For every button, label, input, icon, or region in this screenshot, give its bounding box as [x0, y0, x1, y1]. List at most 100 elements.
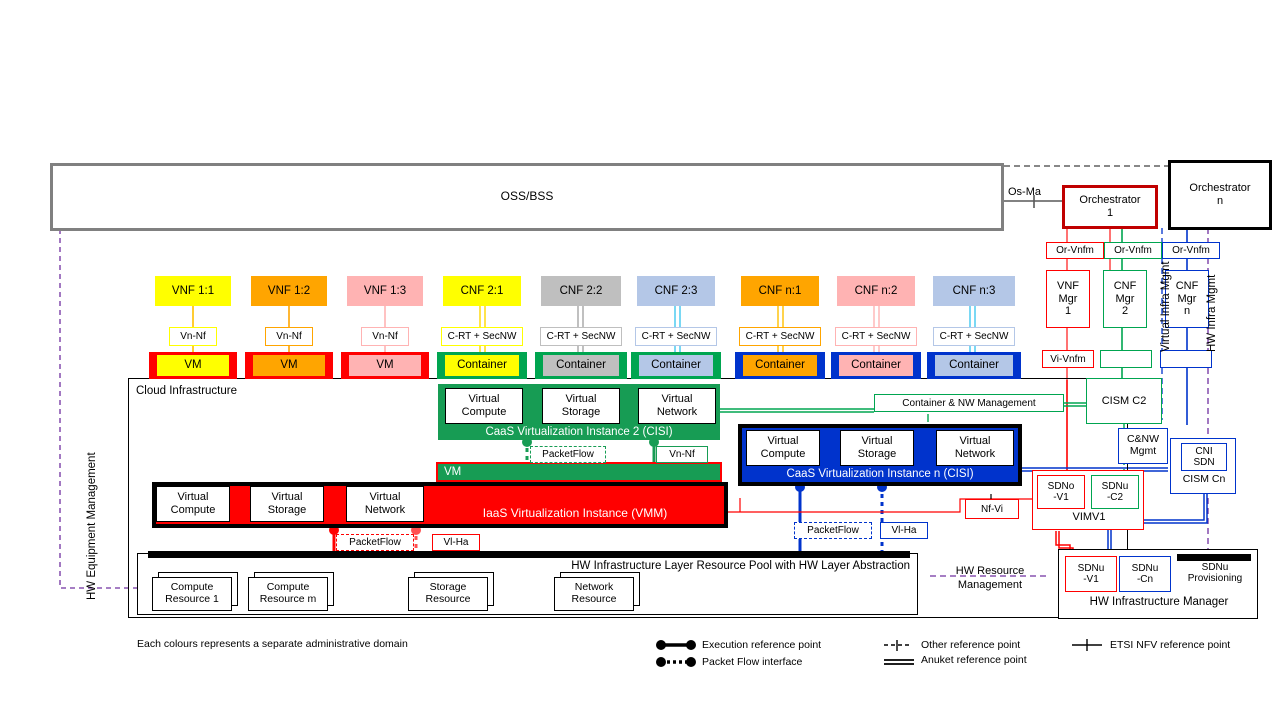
function-box-cnf-n-2[interactable]: CNF n:2: [837, 276, 915, 306]
runtime-label: VM: [280, 359, 298, 372]
hw-res-mgmt-l1: HW Resource: [955, 565, 1025, 577]
interface-box-c-rt-secnw-5[interactable]: C-RT + SecNW: [635, 327, 717, 346]
sdnu-c2-box[interactable]: SDNu -C2: [1091, 475, 1139, 509]
vi-vnfm-ref-green-empty[interactable]: [1100, 350, 1152, 368]
function-box-vnf-1-3[interactable]: VNF 1:3: [347, 276, 423, 306]
orchestrator-1-line2: 1: [1106, 207, 1114, 219]
cnf-mgr-2-box[interactable]: CNF Mgr 2: [1103, 270, 1147, 328]
hw-resource-l2: Resource: [425, 593, 471, 605]
interface-box-vn-nf-2[interactable]: Vn-Nf: [361, 327, 409, 346]
container-nw-management-ref[interactable]: Container & NW Management: [874, 394, 1064, 412]
hw-resource-l2: Resource: [571, 593, 617, 605]
cni-sdn-l1: CNI: [1195, 446, 1213, 457]
runtime-label: VM: [184, 359, 202, 372]
interface-label: Vn-Nf: [276, 330, 302, 342]
interface-box-c-rt-secnw-7[interactable]: C-RT + SecNW: [835, 327, 917, 346]
function-box-cnf-n-3[interactable]: CNF n:3: [933, 276, 1015, 306]
runtime-box-container-7[interactable]: Container: [839, 355, 913, 376]
vi-vnfm-ref-red[interactable]: Vi-Vnfm: [1042, 350, 1094, 368]
cism-c2-box[interactable]: CISM C2: [1086, 378, 1162, 424]
interface-box-c-rt-secnw-8[interactable]: C-RT + SecNW: [933, 327, 1015, 346]
vnf-mgr-1-box[interactable]: VNF Mgr 1: [1046, 270, 1090, 328]
vi-vnfm-ref-blue-empty[interactable]: [1160, 350, 1212, 368]
interface-box-c-rt-secnw-3[interactable]: C-RT + SecNW: [441, 327, 523, 346]
vimv1-box[interactable]: SDNo -V1 SDNu -C2 VIMV1: [1032, 470, 1144, 530]
interface-label: C-RT + SecNW: [641, 330, 711, 342]
function-label: CNF 2:3: [654, 284, 698, 297]
runtime-box-vm-2[interactable]: VM: [349, 355, 421, 376]
runtime-box-container-5[interactable]: Container: [639, 355, 713, 376]
runtime-box-container-8[interactable]: Container: [935, 355, 1013, 376]
function-label: CNF 2:2: [559, 284, 603, 297]
packetflow-ref-blue[interactable]: PacketFlow: [794, 522, 872, 539]
cism-cn-box[interactable]: CNI SDN CISM Cn: [1170, 438, 1236, 494]
orchestrator-n-line2: n: [1216, 195, 1224, 207]
interface-label: C-RT + SecNW: [546, 330, 616, 342]
or-vnfm-ref-green[interactable]: Or-Vnfm: [1104, 242, 1162, 259]
runtime-box-container-6[interactable]: Container: [743, 355, 817, 376]
caas2-virtual-compute[interactable]: Virtual Compute: [445, 388, 523, 424]
function-box-cnf-2-2[interactable]: CNF 2:2: [541, 276, 621, 306]
runtime-label: VM: [376, 359, 394, 372]
interface-box-vn-nf-0[interactable]: Vn-Nf: [169, 327, 217, 346]
sdno-v1-l1: SDNo: [1047, 481, 1075, 492]
orchestrator-n-box[interactable]: Orchestrator n: [1168, 160, 1272, 230]
function-box-cnf-n-1[interactable]: CNF n:1: [741, 276, 819, 306]
packetflow-ref-green[interactable]: PacketFlow: [530, 446, 606, 463]
sdno-v1-l2: -V1: [1053, 492, 1069, 503]
vi-ha-ref-blue[interactable]: Vl-Ha: [880, 522, 928, 539]
cnf-mgr-n-box[interactable]: CNF Mgr n: [1165, 270, 1209, 328]
interface-box-vn-nf-1[interactable]: Vn-Nf: [265, 327, 313, 346]
function-box-cnf-2-1[interactable]: CNF 2:1: [443, 276, 521, 306]
oss-bss-box[interactable]: OSS/BSS: [50, 163, 1004, 231]
sdnu-cn-box[interactable]: SDNu -Cn: [1119, 556, 1171, 592]
or-vnfm-ref-red[interactable]: Or-Vnfm: [1046, 242, 1104, 259]
runtime-label: Container: [457, 359, 507, 372]
function-box-vnf-1-1[interactable]: VNF 1:1: [155, 276, 231, 306]
iaas-vs-l2: Storage: [267, 504, 307, 516]
runtime-label: Container: [851, 359, 901, 372]
function-box-cnf-2-3[interactable]: CNF 2:3: [637, 276, 715, 306]
cnw-mgmt-box[interactable]: C&NW Mgmt: [1118, 428, 1168, 464]
interface-label: C-RT + SecNW: [939, 330, 1009, 342]
or-vnfm-ref-blue[interactable]: Or-Vnfm: [1162, 242, 1220, 259]
iaas-virtual-network[interactable]: Virtual Network: [346, 486, 424, 522]
caas2-vc-l1: Virtual: [468, 393, 500, 406]
hw-infrastructure-manager-box[interactable]: SDNu -V1 SDNu -Cn SDNu Provisioning HW I…: [1058, 549, 1258, 619]
packetflow-ref-red[interactable]: PacketFlow: [336, 534, 414, 551]
caasn-virtual-compute[interactable]: Virtual Compute: [746, 430, 820, 466]
interface-box-c-rt-secnw-6[interactable]: C-RT + SecNW: [739, 327, 821, 346]
interface-box-c-rt-secnw-4[interactable]: C-RT + SecNW: [540, 327, 622, 346]
caas2-vn-l2: Network: [656, 406, 698, 418]
vi-ha-ref-red[interactable]: Vl-Ha: [432, 534, 480, 551]
caasn-virtual-network[interactable]: Virtual Network: [936, 430, 1014, 466]
caas2-virtual-storage[interactable]: Virtual Storage: [542, 388, 620, 424]
runtime-box-vm-1[interactable]: VM: [253, 355, 325, 376]
interface-label: C-RT + SecNW: [841, 330, 911, 342]
iaas-virtual-compute[interactable]: Virtual Compute: [156, 486, 230, 522]
sdnu-cn-l1: SDNu: [1131, 563, 1159, 574]
caas2-vm-bar[interactable]: VM: [436, 462, 722, 482]
sdno-v1-box[interactable]: SDNo -V1: [1037, 475, 1085, 509]
runtime-box-container-4[interactable]: Container: [543, 355, 619, 376]
cnw-mgmt-l1: C&NW: [1126, 433, 1160, 446]
runtime-box-vm-0[interactable]: VM: [157, 355, 229, 376]
sdnu-v1-box[interactable]: SDNu -V1: [1065, 556, 1117, 592]
caas2-virtual-network[interactable]: Virtual Network: [638, 388, 716, 424]
function-box-vnf-1-2[interactable]: VNF 1:2: [251, 276, 327, 306]
sdnu-c2-l2: -C2: [1106, 492, 1124, 503]
sdnu-provisioning-box[interactable]: SDNu Provisioning: [1173, 562, 1257, 584]
caas-2-title: CaaS Virtualization Instance 2 (CISI): [485, 425, 673, 438]
cni-sdn-box[interactable]: CNI SDN: [1181, 443, 1227, 471]
nf-vi-ref[interactable]: Nf-Vi: [965, 499, 1019, 519]
vn-nf-ref-green[interactable]: Vn-Nf: [656, 446, 708, 463]
runtime-box-container-3[interactable]: Container: [445, 355, 519, 376]
legend-anuket-ref: Anuket reference point: [921, 654, 1027, 666]
iaas-virtual-storage[interactable]: Virtual Storage: [250, 486, 324, 522]
caasn-virtual-storage[interactable]: Virtual Storage: [840, 430, 914, 466]
orchestrator-1-box[interactable]: Orchestrator 1: [1062, 185, 1158, 229]
